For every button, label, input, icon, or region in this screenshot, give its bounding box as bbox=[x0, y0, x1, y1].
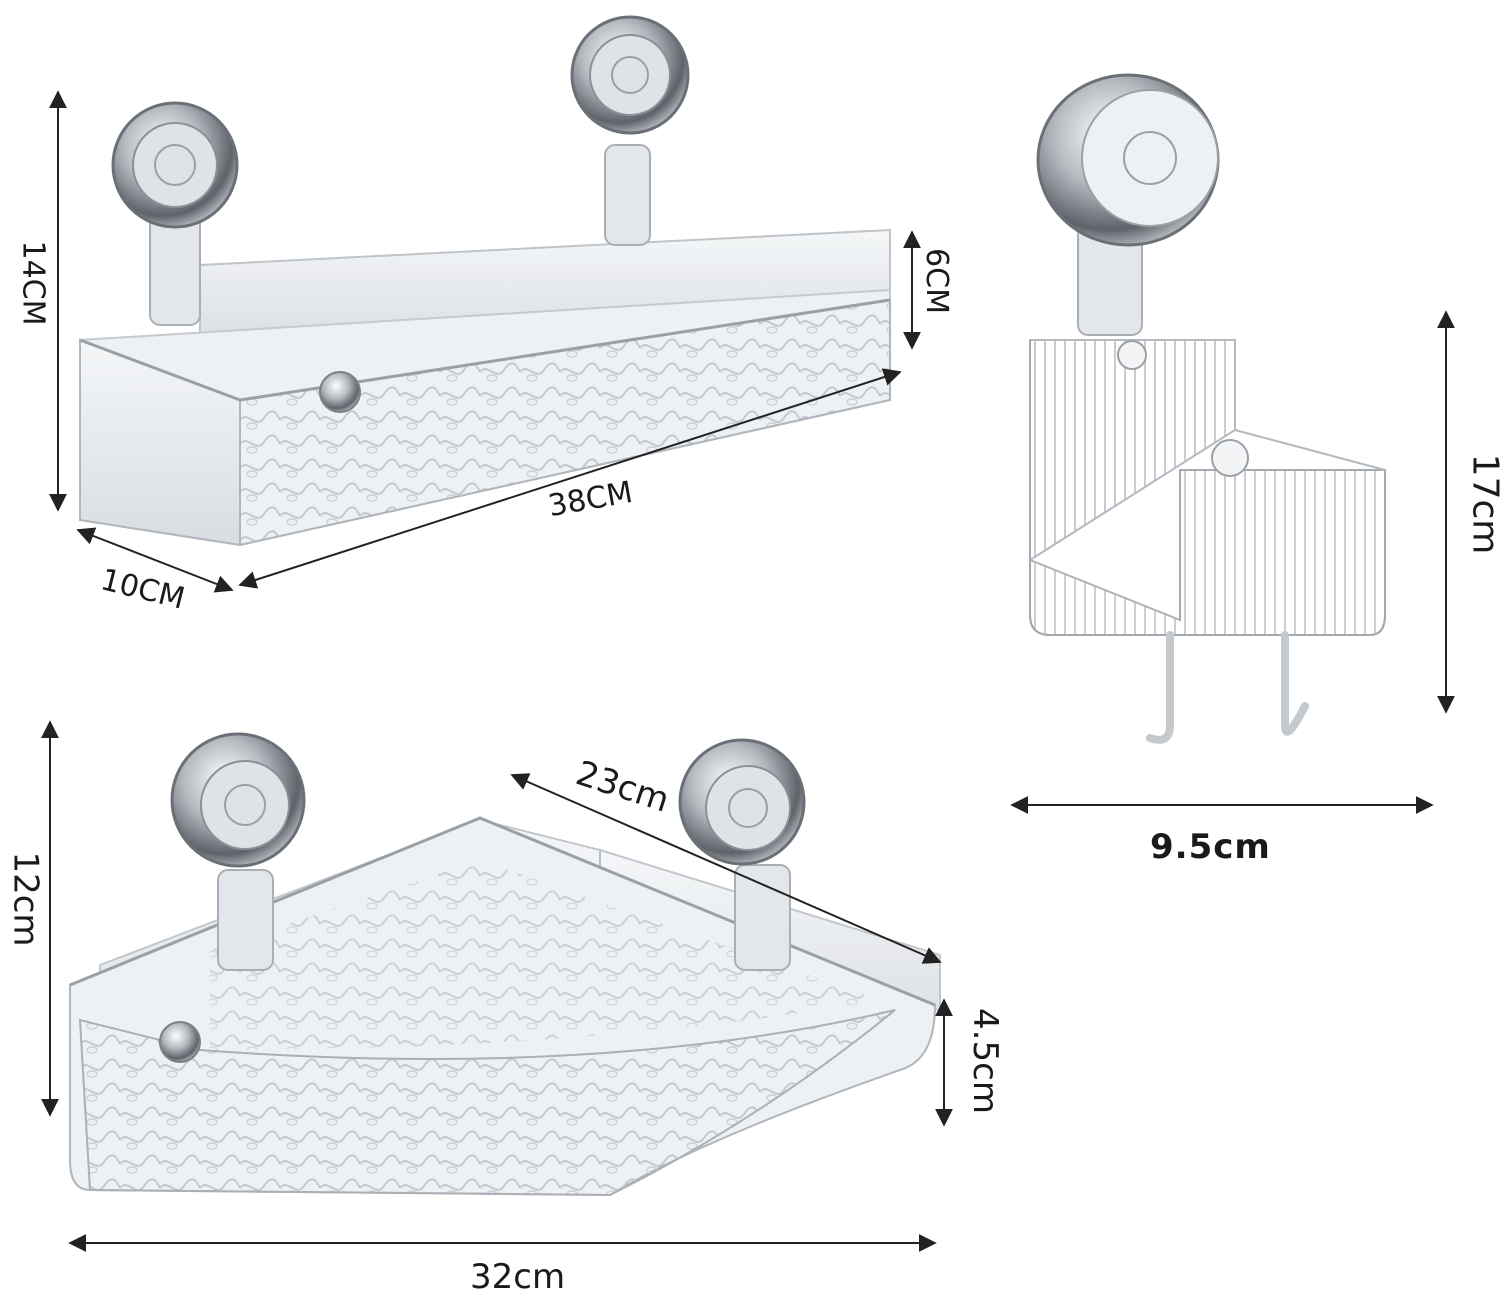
holder-width-label: 9.5cm bbox=[1150, 827, 1271, 867]
corner-height-label: 12cm bbox=[5, 851, 46, 947]
rectangular-shelf-illustration bbox=[79, 15, 891, 547]
corner-bracket-left bbox=[217, 869, 274, 971]
suction-cup-icon bbox=[111, 101, 239, 229]
corner-dimension-lines bbox=[41, 720, 953, 1252]
corner-bracket-right bbox=[734, 864, 791, 971]
corner-side-line bbox=[510, 773, 942, 964]
suction-cup-icon bbox=[570, 15, 690, 135]
hook-icon bbox=[1146, 631, 1174, 744]
holder-dimension-lines bbox=[1010, 310, 1455, 814]
corner-shelf-illustration bbox=[69, 732, 941, 1197]
hanger-bracket-right bbox=[604, 144, 651, 246]
hook-icon bbox=[1281, 631, 1309, 736]
holder-height-label: 17cm bbox=[1464, 453, 1500, 555]
corner-width-label: 32cm bbox=[470, 1257, 566, 1297]
tray-dimension-lines bbox=[49, 90, 921, 593]
corner-depth-label: 4.5cm bbox=[964, 1008, 1005, 1114]
tray-length-line bbox=[238, 368, 902, 589]
tray-height-label: 14CM bbox=[15, 240, 51, 326]
suction-cup-icon bbox=[678, 738, 806, 866]
suction-cup-icon bbox=[170, 732, 306, 868]
suction-cup-icon bbox=[1036, 73, 1220, 247]
tray-depth-label: 6CM bbox=[918, 248, 954, 314]
tray-width-line bbox=[76, 527, 234, 593]
hanging-holder-illustration bbox=[1029, 73, 1386, 744]
